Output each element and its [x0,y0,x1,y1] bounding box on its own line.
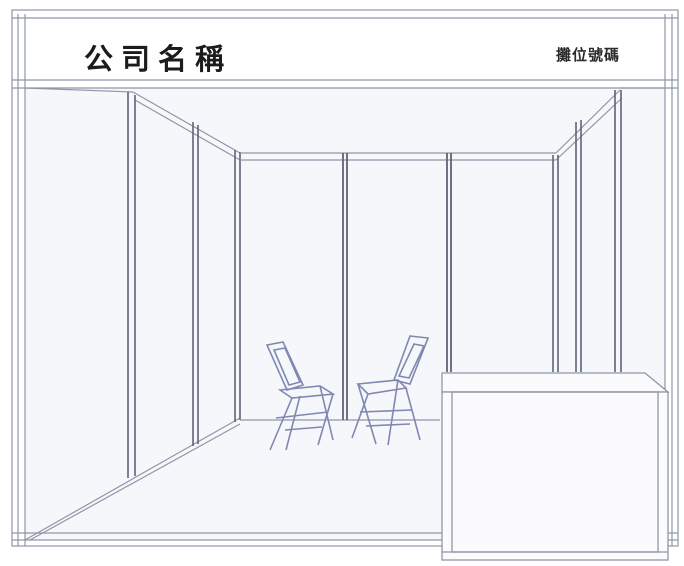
folding-chair-right [351,335,430,446]
folding-chair-left [265,341,336,451]
right-wall [555,87,665,161]
info-counter [441,372,670,561]
left-wall [24,87,241,541]
back-wall [240,152,556,421]
booth-number: 攤位號碼 [556,46,621,64]
back-wall-poles [342,153,452,420]
company-name: 公司名稱 [84,42,233,76]
left-wall-poles [127,92,241,478]
right-wall-poles [552,90,622,372]
outer-frame [11,9,679,547]
